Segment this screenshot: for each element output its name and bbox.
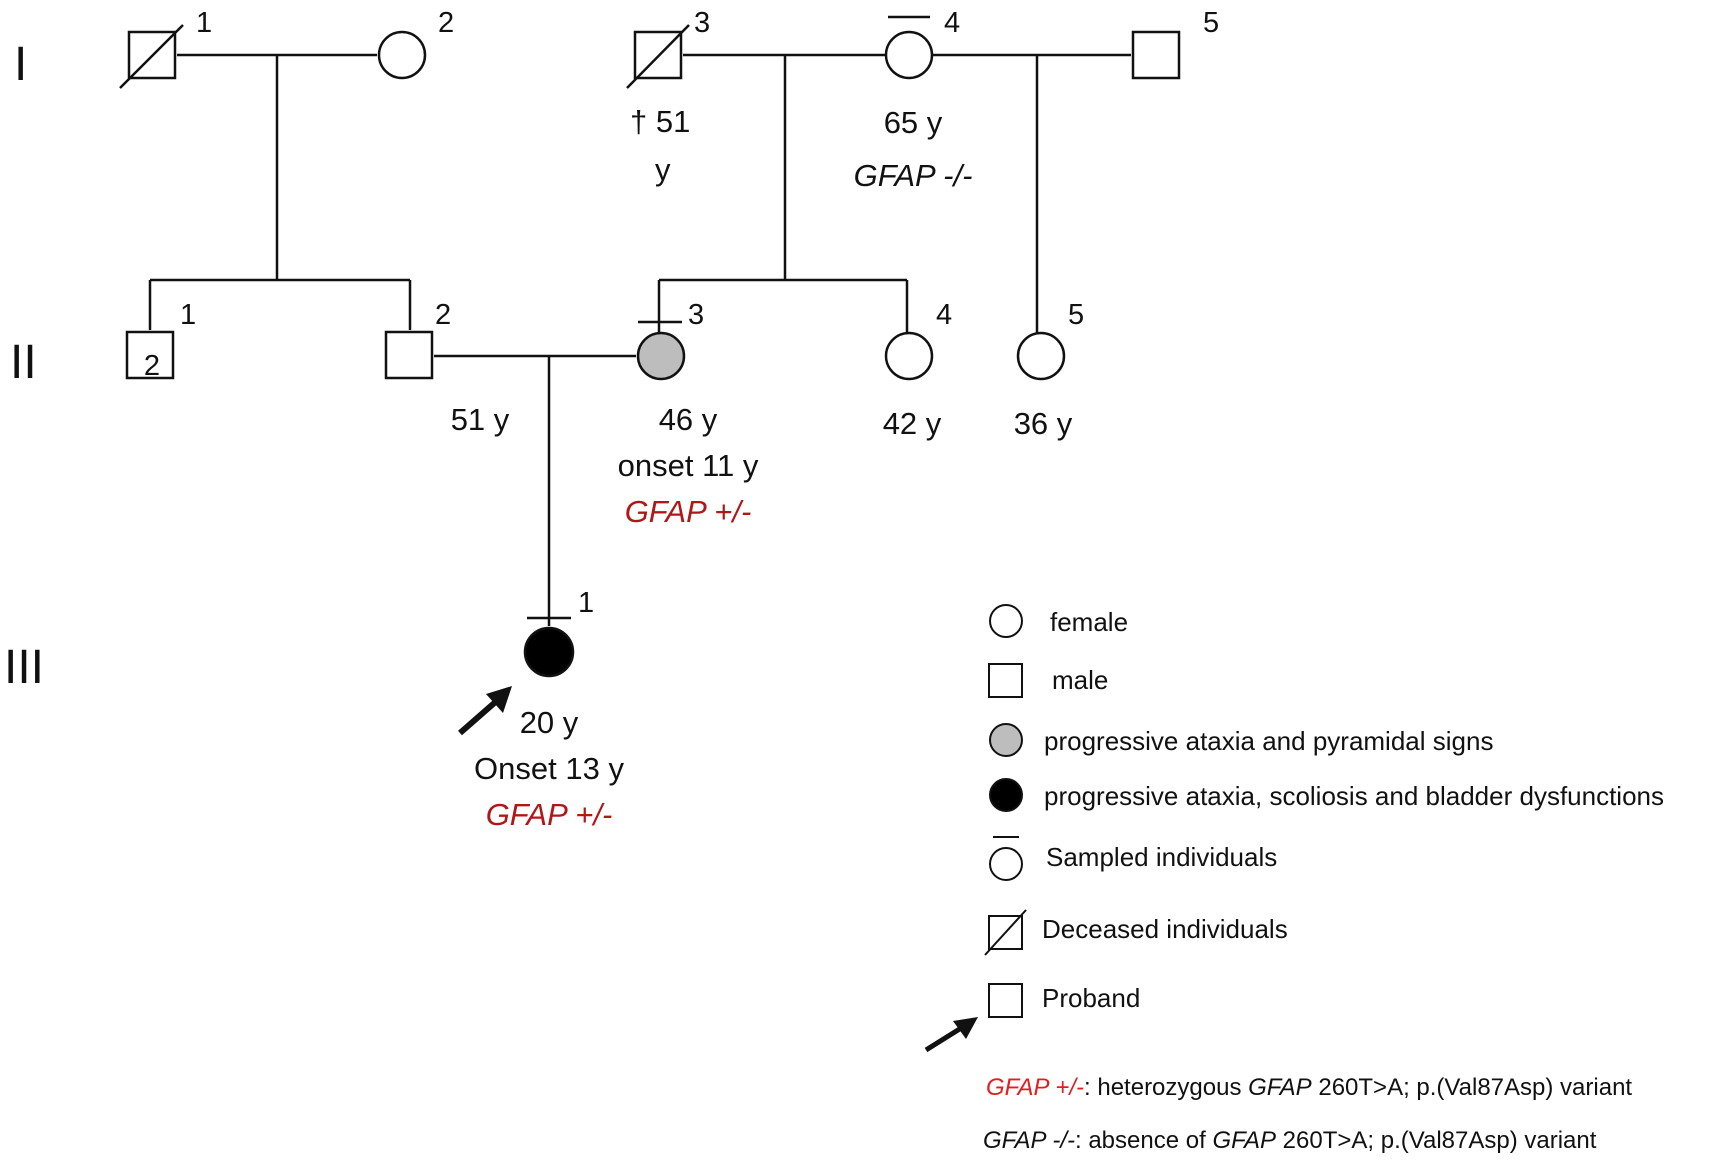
- footnote-label: GFAP +/-: [986, 1074, 1084, 1101]
- individual-number: 4: [944, 7, 960, 39]
- grey-circle-icon: [989, 723, 1023, 757]
- footnote-absence: GFAP -/-: absence of GFAP 260T>A; p.(Val…: [983, 1127, 1597, 1154]
- age: 36 y: [1014, 406, 1073, 441]
- relationship-lines: [148, 53, 1131, 626]
- generation-label-3: III: [4, 641, 44, 694]
- male-symbol: [384, 330, 434, 380]
- individual-number: 2: [438, 7, 454, 39]
- individual-i5[interactable]: 5: [1131, 7, 1219, 80]
- footnote-heterozygous: GFAP +/-: heterozygous GFAP 260T>A; p.(V…: [986, 1074, 1632, 1101]
- legend-deceased: Deceased individuals: [984, 909, 1288, 956]
- age: 65 y: [884, 105, 943, 140]
- footnote-text: 260T>A; p.(Val87Asp) variant: [1312, 1074, 1633, 1101]
- legend: female male progressive ataxia and pyram…: [924, 604, 1664, 1053]
- age: 51 y: [451, 402, 510, 437]
- individual-ii3[interactable]: 3 46 y onset 11 y GFAP +/-: [618, 299, 759, 529]
- individual-number: 5: [1203, 7, 1219, 39]
- legend-label: female: [1050, 607, 1128, 637]
- genotype: GFAP +/-: [625, 494, 752, 529]
- legend-label: Proband: [1042, 983, 1140, 1013]
- legend-male: male: [988, 663, 1108, 698]
- footnote-gene: GFAP: [1248, 1074, 1312, 1101]
- legend-female: female: [989, 604, 1128, 638]
- onset-age: onset 11 y: [618, 448, 759, 483]
- female-symbol: [884, 30, 934, 80]
- footnote-gene: GFAP: [1212, 1127, 1276, 1154]
- male-symbol: [1131, 30, 1181, 80]
- deceased-slash-icon: [984, 909, 1027, 956]
- onset-age: Onset 13 y: [474, 751, 624, 786]
- deceased-slash: [626, 24, 690, 89]
- male-symbol-icon: [988, 983, 1023, 1018]
- individual-number: 5: [1068, 299, 1084, 331]
- legend-label: Deceased individuals: [1042, 914, 1288, 944]
- individual-iii1[interactable]: 1 20 y Onset 13 y GFAP +/-: [458, 587, 624, 832]
- age: 42 y: [883, 406, 942, 441]
- individual-ii4[interactable]: 4 42 y: [883, 299, 952, 441]
- individual-number: 1: [196, 7, 212, 39]
- legend-affected-mild: progressive ataxia and pyramidal signs: [989, 723, 1493, 757]
- legend-proband: Proband: [924, 983, 1140, 1053]
- generation-label-2: II: [10, 336, 37, 389]
- age-at-death-unit: y: [655, 152, 671, 187]
- age: 46 y: [659, 402, 718, 437]
- deceased-slash: [119, 24, 184, 89]
- footnote-text: : absence of: [1075, 1127, 1212, 1154]
- individual-i1[interactable]: 1: [119, 7, 212, 89]
- individual-number: 1: [578, 587, 594, 619]
- individual-number: 4: [936, 299, 952, 331]
- age-at-death: † 51: [630, 104, 690, 139]
- proband-arrow-icon: [924, 1017, 978, 1053]
- individual-i3[interactable]: 3 † 51 y: [626, 7, 710, 187]
- individual-i4[interactable]: 4 65 y GFAP -/-: [854, 7, 973, 193]
- individual-number: 3: [688, 299, 704, 331]
- genotype: GFAP -/-: [854, 158, 973, 193]
- legend-sampled: Sampled individuals: [989, 836, 1277, 881]
- footnote-label: GFAP -/-: [983, 1127, 1075, 1154]
- female-symbol-icon: [989, 847, 1023, 881]
- black-circle-icon: [989, 778, 1023, 812]
- affected-full-symbol: [523, 626, 575, 678]
- legend-affected-full: progressive ataxia, scoliosis and bladde…: [989, 778, 1664, 812]
- male-symbol: [125, 330, 175, 380]
- legend-label: male: [1052, 665, 1108, 695]
- footnote-text: 260T>A; p.(Val87Asp) variant: [1276, 1127, 1597, 1154]
- affected-mild-symbol: [636, 331, 686, 381]
- individual-ii5[interactable]: 5 36 y: [1014, 299, 1084, 441]
- footnote-text: : heterozygous: [1084, 1074, 1248, 1101]
- legend-label: progressive ataxia, scoliosis and bladde…: [1044, 781, 1664, 811]
- male-symbol-icon: [988, 663, 1023, 698]
- individual-number: 1: [180, 299, 196, 331]
- female-symbol: [377, 30, 427, 80]
- legend-label: Sampled individuals: [1046, 842, 1277, 872]
- female-symbol-icon: [989, 604, 1023, 638]
- age: 20 y: [520, 705, 579, 740]
- female-symbol: [1016, 331, 1066, 381]
- individual-ii1[interactable]: 2 1: [125, 299, 196, 382]
- female-symbol: [884, 331, 934, 381]
- genotype: GFAP +/-: [486, 797, 613, 832]
- individual-ii2[interactable]: 2 51 y: [384, 299, 510, 437]
- legend-label: progressive ataxia and pyramidal signs: [1044, 726, 1493, 756]
- sibling-count: 2: [144, 350, 160, 382]
- proband-arrow-icon: [458, 686, 512, 736]
- individual-number: 2: [435, 299, 451, 331]
- individual-number: 3: [694, 7, 710, 39]
- individual-i2[interactable]: 2: [377, 7, 454, 80]
- generation-label-1: I: [14, 38, 27, 91]
